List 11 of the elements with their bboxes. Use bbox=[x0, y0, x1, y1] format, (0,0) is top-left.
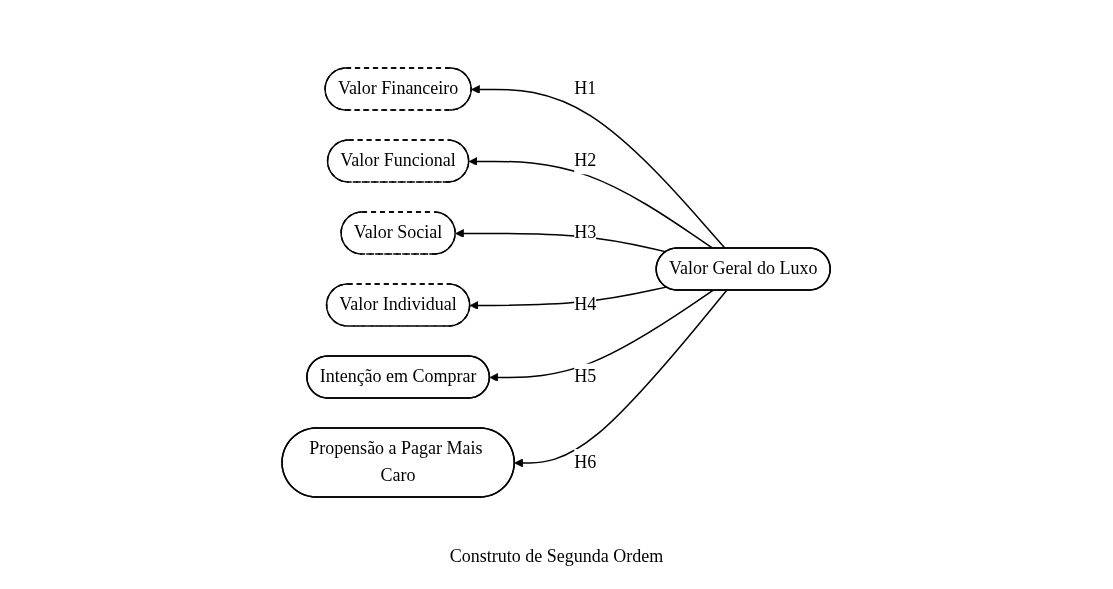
edge-label: H2 bbox=[574, 150, 597, 170]
edge-label: H5 bbox=[574, 365, 597, 386]
edge-label: H1 bbox=[574, 78, 597, 98]
edge-label: H4 bbox=[574, 293, 597, 314]
arrow bbox=[470, 285, 668, 310]
arrow bbox=[514, 289, 728, 467]
edge-label: H3 bbox=[574, 221, 597, 242]
arrow bbox=[471, 84, 727, 249]
arrow bbox=[489, 289, 715, 382]
construct-note: Construto de Segunda Ordem bbox=[449, 546, 664, 566]
edge-label: H6 bbox=[574, 451, 597, 472]
